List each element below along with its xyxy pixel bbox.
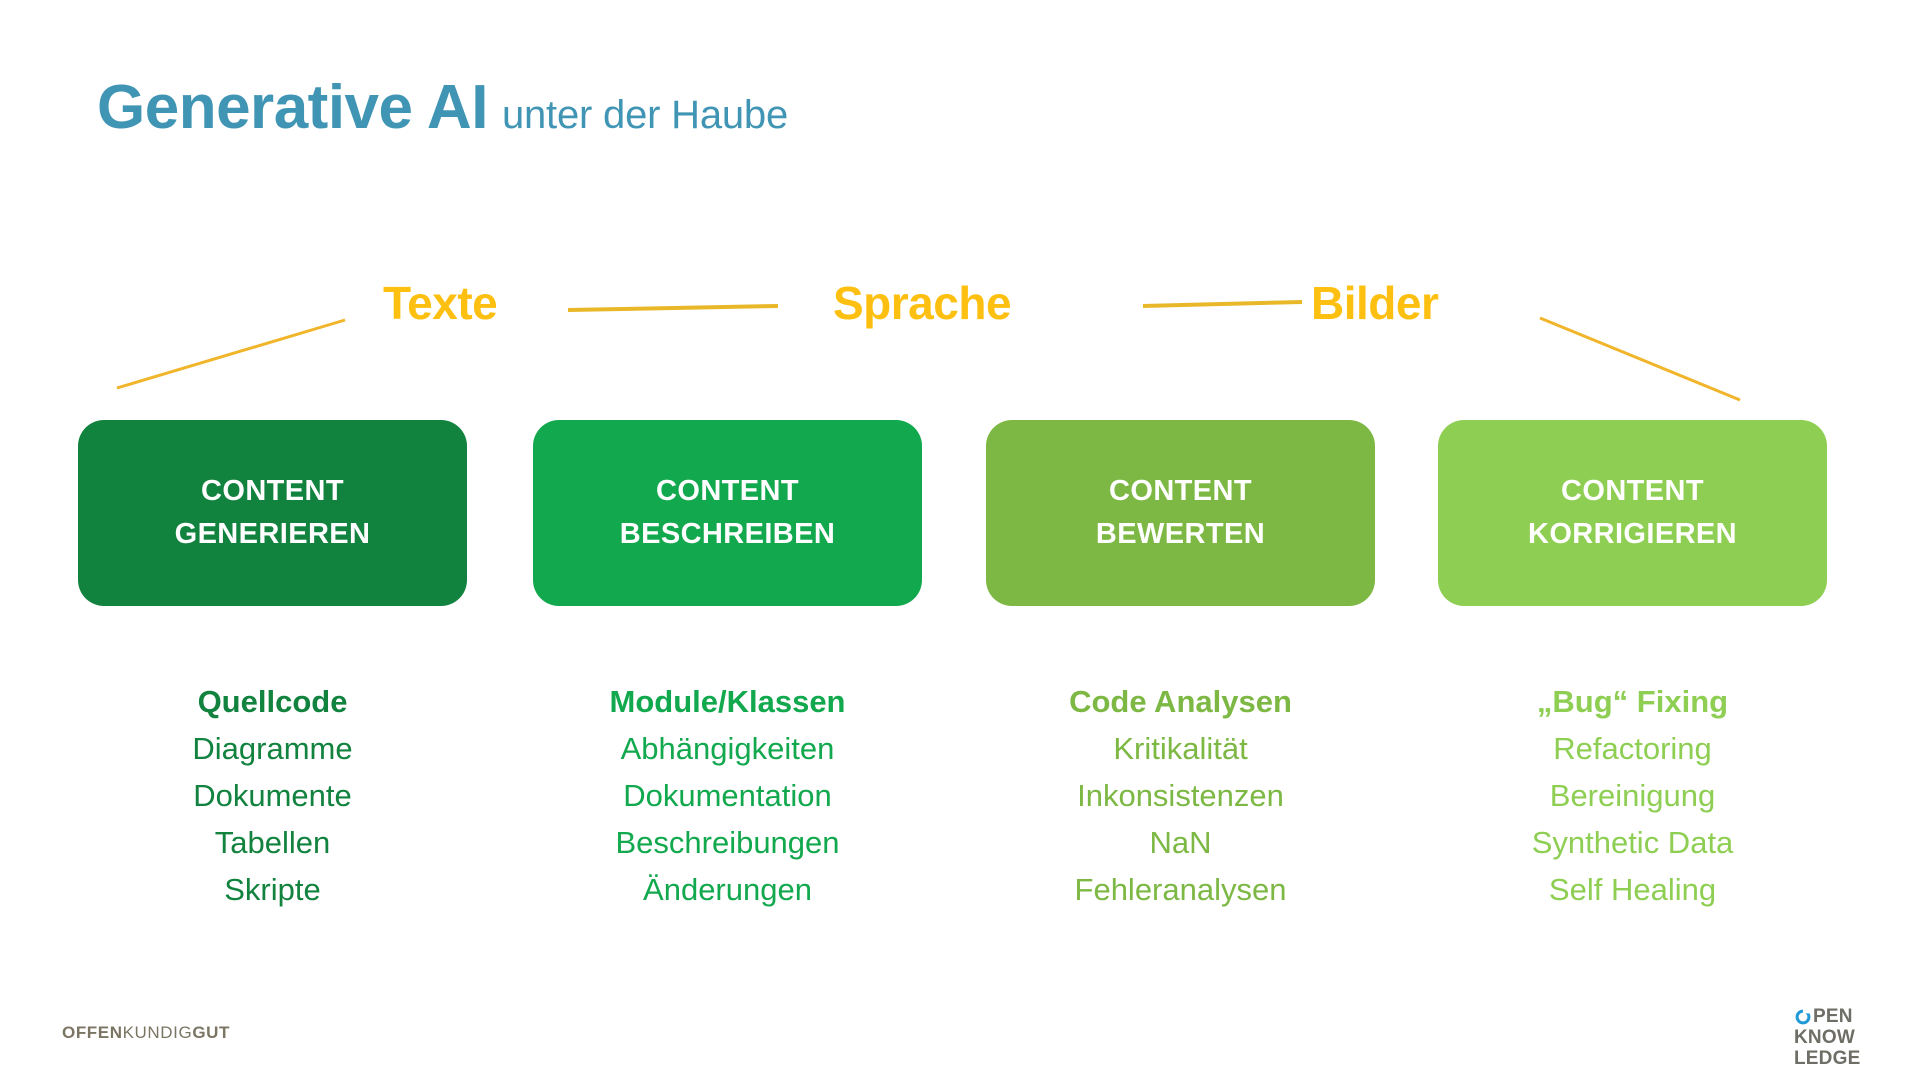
- connector-line-left: [116, 318, 346, 390]
- open-knowledge-pen: PEN: [1813, 1006, 1853, 1027]
- content-box-bewerten[interactable]: CONTENT BEWERTEN: [986, 420, 1375, 606]
- open-circle-icon: [1794, 1008, 1812, 1026]
- content-box-line2: BEWERTEN: [1095, 518, 1266, 550]
- keyword-item: Inkonsistenzen: [1077, 778, 1284, 814]
- content-box-line2: GENERIEREN: [174, 518, 371, 550]
- modality-label-texte: Texte: [383, 277, 498, 329]
- title-subtitle: unter der Haube: [501, 93, 789, 137]
- page-title: Generative AI unter der Haube: [97, 72, 788, 143]
- keyword-item: Dokumente: [193, 778, 352, 814]
- open-knowledge-ledge: LEDGE: [1794, 1048, 1861, 1069]
- title-main: Generative AI: [97, 73, 488, 142]
- offenkundiggut-logo: OFFENKUNDIGGUT: [62, 1023, 230, 1043]
- keyword-heading: „Bug“ Fixing: [1536, 684, 1729, 719]
- content-box-beschreiben[interactable]: CONTENT BESCHREIBEN: [533, 420, 922, 606]
- content-box-line2: BESCHREIBEN: [619, 518, 836, 550]
- content-box-line1: CONTENT: [1109, 474, 1252, 507]
- keyword-item: Skripte: [224, 872, 321, 908]
- keyword-item: Refactoring: [1553, 731, 1712, 767]
- offenkundiggut-part-kundig: KUNDIG: [122, 1023, 193, 1042]
- modality-label-sprache: Sprache: [833, 277, 1012, 329]
- connector-line-mid-2: [1142, 300, 1303, 308]
- content-box-line1: CONTENT: [656, 474, 799, 507]
- keyword-item: Fehleranalysen: [1074, 872, 1287, 908]
- keyword-heading: Module/Klassen: [609, 684, 846, 719]
- keyword-column-korrigieren: „Bug“ Fixing Refactoring Bereinigung Syn…: [1438, 678, 1827, 914]
- offenkundiggut-part-gut: GUT: [192, 1023, 231, 1042]
- keyword-column-generieren: Quellcode Diagramme Dokumente Tabellen S…: [78, 678, 467, 914]
- keyword-heading: Code Analysen: [1069, 684, 1292, 719]
- connector-line-mid-1: [567, 304, 779, 312]
- keyword-item: Kritikalität: [1113, 731, 1248, 767]
- open-knowledge-row-ledge: LEDGE: [1794, 1048, 1890, 1069]
- keyword-item: Diagramme: [192, 731, 353, 767]
- keyword-item: Self Healing: [1548, 872, 1717, 908]
- content-box-line1: CONTENT: [1561, 474, 1704, 507]
- content-box-line2: KORRIGIEREN: [1527, 518, 1738, 550]
- keyword-item: Änderungen: [643, 872, 812, 908]
- open-knowledge-row-open: PEN: [1794, 1006, 1890, 1027]
- keyword-column-beschreiben: Module/Klassen Abhängigkeiten Dokumentat…: [533, 678, 922, 914]
- content-box-generieren[interactable]: CONTENT GENERIEREN: [78, 420, 467, 606]
- keyword-column-bewerten: Code Analysen Kritikalität Inkonsistenze…: [986, 678, 1375, 914]
- open-knowledge-know: KNOW: [1794, 1027, 1855, 1048]
- keyword-item: NaN: [1149, 825, 1212, 861]
- connector-line-right: [1539, 316, 1741, 402]
- keyword-item: Abhängigkeiten: [620, 731, 835, 767]
- keyword-item: Dokumentation: [623, 778, 832, 814]
- content-box-line1: CONTENT: [201, 474, 344, 507]
- keyword-item: Tabellen: [214, 825, 331, 861]
- open-knowledge-row-know: KNOW: [1794, 1027, 1890, 1048]
- keyword-item: Bereinigung: [1549, 778, 1716, 814]
- keyword-heading: Quellcode: [197, 684, 348, 719]
- content-box-korrigieren[interactable]: CONTENT KORRIGIEREN: [1438, 420, 1827, 606]
- modality-label-bilder: Bilder: [1311, 277, 1439, 329]
- open-knowledge-logo: PEN KNOW LEDGE: [1794, 1006, 1890, 1074]
- keyword-item: Synthetic Data: [1531, 825, 1734, 861]
- offenkundiggut-part-offen: OFFEN: [62, 1023, 123, 1042]
- keyword-item: Beschreibungen: [615, 825, 840, 861]
